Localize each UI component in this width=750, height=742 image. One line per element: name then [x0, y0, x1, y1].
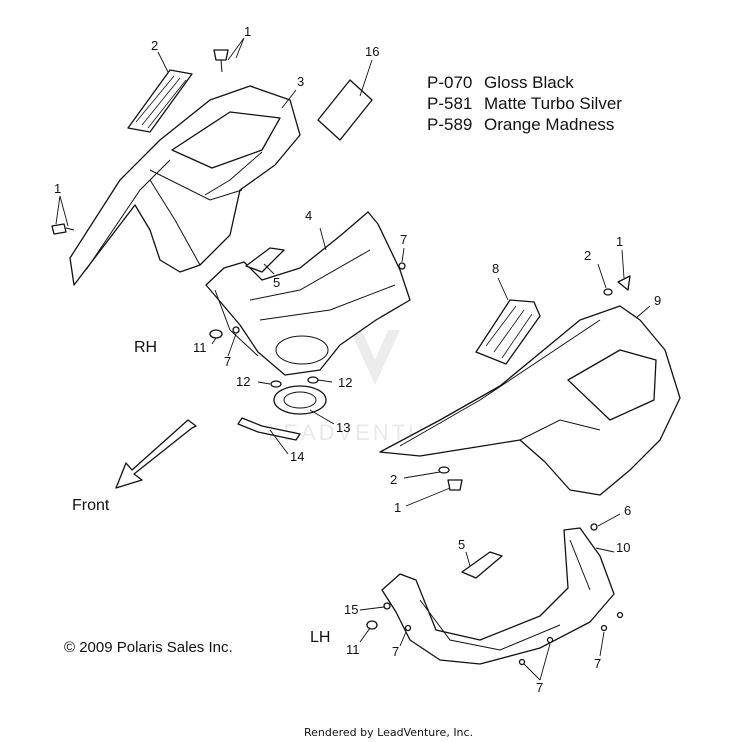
legend-code-2: P-581 — [427, 94, 472, 113]
part-7-screw-lh-c — [546, 636, 554, 644]
callout-11-rh: 11 — [193, 340, 207, 355]
callout-5-rh: 5 — [273, 275, 280, 290]
part-10-bellypan-lh — [381, 527, 615, 665]
callout-8: 8 — [492, 261, 499, 276]
callout-1-lh-bottom: 1 — [394, 500, 401, 515]
leader-lines — [55, 37, 651, 681]
part-1-fastener-lh-bottom — [447, 479, 463, 491]
part-7-screw-lh-e — [616, 611, 624, 619]
part-7-screw-lh-a — [404, 624, 412, 632]
part-15-screw — [383, 602, 391, 610]
part-8-vent — [475, 299, 541, 365]
part-11-grommet-rh — [209, 329, 223, 339]
callout-4: 4 — [305, 208, 312, 223]
callout-2-lh-top: 2 — [584, 248, 591, 263]
legend-name-1: Gloss Black — [484, 73, 574, 92]
callout-3: 3 — [297, 74, 304, 89]
callout-14: 14 — [290, 449, 304, 464]
callout-5-lh: 5 — [458, 537, 465, 552]
callout-7-rh-a: 7 — [400, 232, 407, 247]
part-7-screw-lh-d — [600, 624, 608, 632]
callout-1-left: 1 — [54, 181, 61, 196]
callout-6: 6 — [624, 503, 631, 518]
callout-13: 13 — [336, 420, 350, 435]
part-1-fastener-top — [213, 49, 229, 73]
callout-2-top: 2 — [151, 38, 158, 53]
part-2-nut-lh-top — [603, 288, 613, 296]
callout-15: 15 — [344, 602, 358, 617]
callout-11-lh: 11 — [346, 642, 360, 657]
front-label: Front — [72, 497, 110, 514]
callout-12-b: 12 — [338, 375, 352, 390]
callout-10: 10 — [616, 540, 630, 555]
callout-16: 16 — [365, 44, 379, 59]
rh-label: RH — [134, 339, 157, 356]
part-14-bracket — [237, 417, 301, 441]
part-7-screw-rh-b — [232, 326, 240, 334]
callout-12-a: 12 — [236, 374, 250, 389]
callout-9: 9 — [654, 293, 661, 308]
front-arrow — [115, 419, 197, 489]
callout-2-lh-bottom: 2 — [390, 472, 397, 487]
callout-7-lh-c: 7 — [594, 656, 601, 671]
callout-7-lh-a: 7 — [392, 644, 399, 659]
part-7-screw-lh-b — [518, 658, 526, 666]
part-6-clip — [590, 523, 598, 531]
callout-1-lh-top: 1 — [616, 234, 623, 249]
legend-code-3: P-589 — [427, 115, 472, 134]
part-2-nut-lh-bottom — [438, 466, 450, 474]
part-4-bellypan-rh — [205, 211, 411, 376]
part-1-fastener-lh-top — [617, 275, 631, 291]
part-9-hood-lh — [379, 305, 681, 496]
part-5-vent-lh — [461, 551, 503, 579]
part-1-fastener-left — [51, 223, 75, 235]
footer-text: Rendered by LeadVenture, Inc. — [304, 726, 473, 739]
callout-7-lh-b: 7 — [536, 680, 543, 695]
part-5-vent-rh — [245, 247, 285, 273]
part-13-ring — [273, 385, 327, 415]
copyright-text: © 2009 Polaris Sales Inc. — [64, 639, 233, 656]
part-7-screw-rh-a — [398, 262, 406, 270]
legend-name-3: Orange Madness — [484, 115, 614, 134]
part-16-decal — [317, 79, 373, 141]
legend-name-2: Matte Turbo Silver — [484, 94, 622, 113]
part-11-grommet-lh — [366, 620, 378, 630]
color-legend: P-070 Gloss Black P-581 Matte Turbo Silv… — [427, 73, 622, 134]
part-12-washer-a — [270, 380, 282, 388]
callout-1-top: 1 — [244, 24, 251, 39]
part-2-vent-top — [127, 69, 193, 133]
callouts: 1 2 3 1 16 4 7 5 11 7 12 12 13 14 8 2 1 … — [54, 24, 661, 695]
lh-label: LH — [310, 629, 330, 646]
legend-code-1: P-070 — [427, 73, 472, 92]
part-12-washer-b — [307, 376, 319, 384]
part-3-hood-rh — [69, 85, 301, 286]
callout-7-rh-b: 7 — [224, 354, 231, 369]
